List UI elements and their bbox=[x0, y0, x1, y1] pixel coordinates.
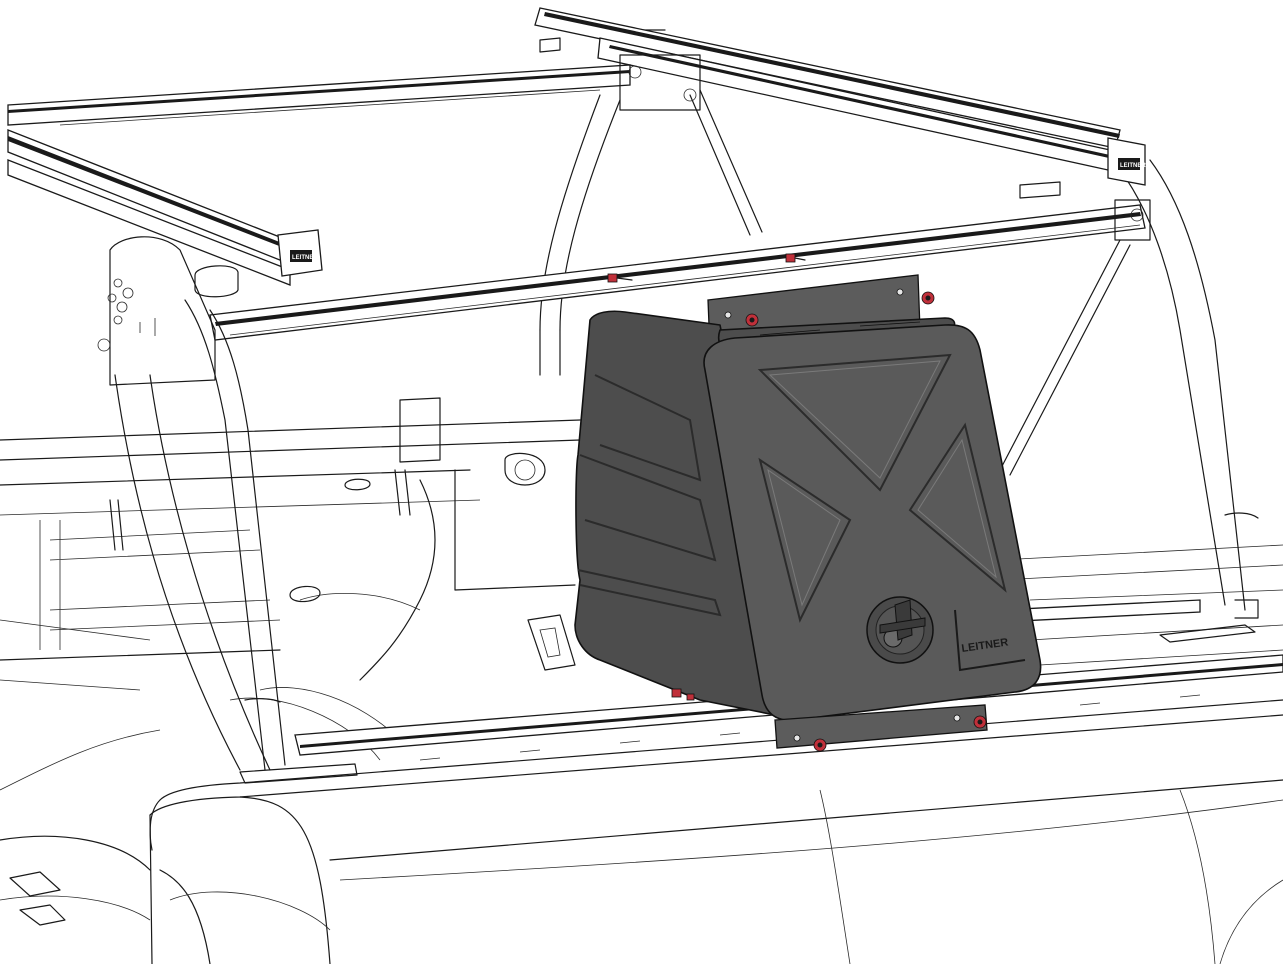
bed-interior bbox=[0, 419, 1283, 761]
red-fastener-icon bbox=[607, 253, 987, 752]
toolbox: LEITNER bbox=[574, 274, 1042, 749]
front-left-upright bbox=[97, 236, 441, 771]
upper-rack-frame: LEITNER LEITNER bbox=[7, 7, 1151, 341]
rear-rack-uprights bbox=[539, 29, 1259, 619]
endcap-left-label: LEITNER bbox=[292, 255, 318, 261]
mounting-plate-bottom bbox=[774, 704, 988, 749]
truck-bed-body bbox=[0, 619, 1283, 964]
toolbox-side bbox=[574, 310, 801, 721]
endcap-right-label: LEITNER bbox=[1120, 163, 1146, 169]
